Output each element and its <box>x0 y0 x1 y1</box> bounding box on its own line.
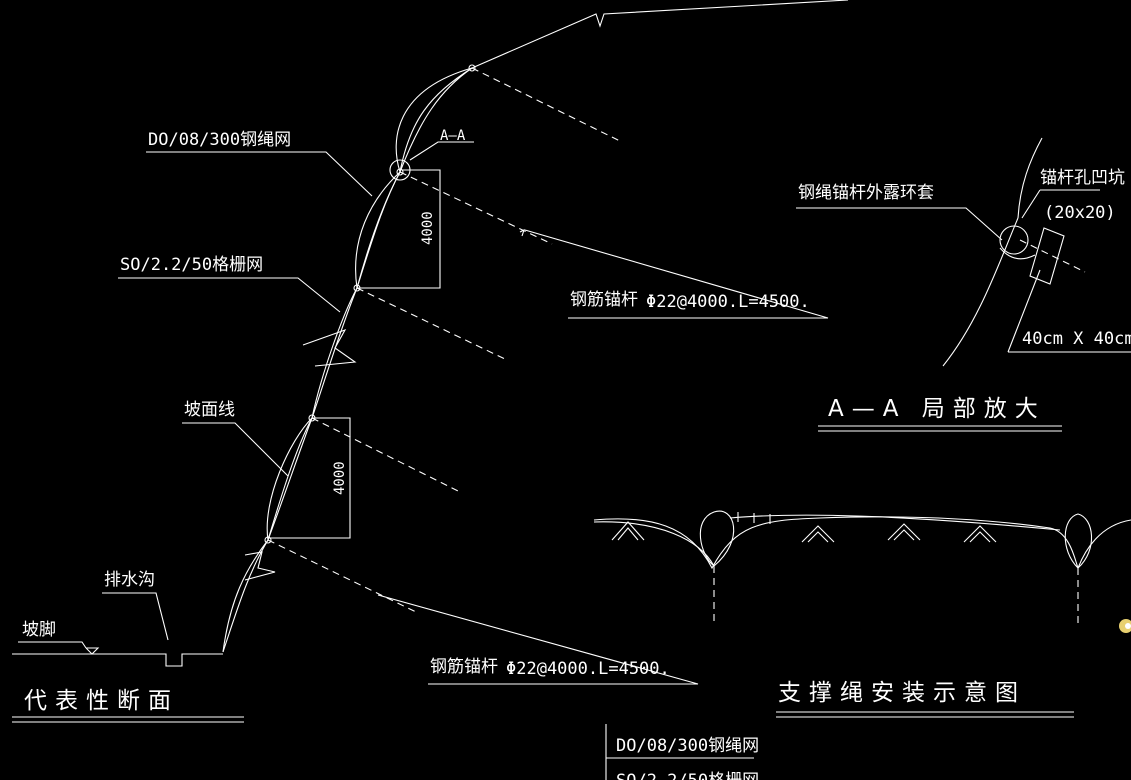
drain-ditch-label: 排水沟 <box>104 570 155 590</box>
wire-rope-net-label: DO/08/300钢绳网 <box>148 130 291 150</box>
slope-profile <box>12 0 849 667</box>
cursor-marker-icon <box>1119 619 1131 633</box>
anchor-upper-spec: Φ22@4000.L=4500. <box>646 292 810 312</box>
sleeve-label: 钢绳锚杆外露环套 <box>798 183 934 203</box>
anchor-lines <box>264 64 623 613</box>
support-title: 支撑绳安装示意图 <box>778 680 1026 706</box>
bottom-net-1-label: DO/08/300钢绳网 <box>616 736 759 756</box>
anchor-upper-label: 钢筋锚杆 <box>570 290 638 310</box>
anchor-lower-label: 钢筋锚杆 <box>430 657 498 677</box>
support-rope-diagram <box>593 510 1131 624</box>
section-title: 代表性断面 <box>24 688 179 714</box>
aa-marker-label: A—A <box>440 128 466 144</box>
pit-size-2-label: 40cm X 40cm X <box>1022 329 1131 349</box>
spacing-lower: 4000 <box>332 461 348 495</box>
slope-line-label: 坡面线 <box>184 400 235 420</box>
pit-size-label: (20x20) <box>1044 203 1116 223</box>
bottom-legend <box>605 724 754 780</box>
aa-detail <box>796 137 1131 367</box>
grid-net-label: SO/2.2/50格栅网 <box>120 255 263 275</box>
leader-lines <box>18 141 829 685</box>
bottom-net-2-label: SO/2.2/50格栅网 <box>616 771 759 780</box>
anchor-lower-spec: Φ22@4000.L=4500. <box>506 659 670 679</box>
slope-toe-label: 坡脚 <box>22 620 56 640</box>
anchor-pit-label: 锚杆孔凹坑 <box>1040 168 1125 188</box>
detail-title: A—A 局部放大 <box>828 396 1046 422</box>
dimension-lines <box>268 169 441 539</box>
spacing-upper: 4000 <box>420 211 436 245</box>
